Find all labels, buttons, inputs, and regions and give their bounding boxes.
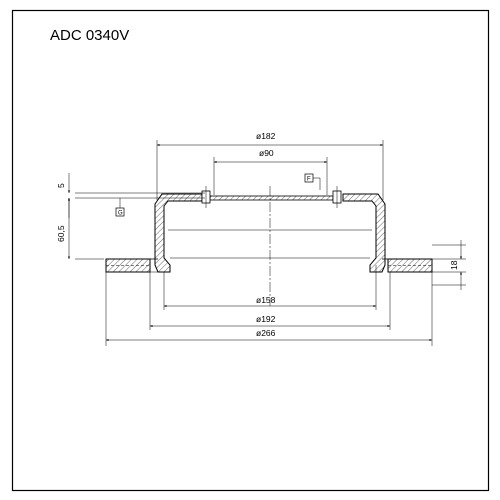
datum-g-box bbox=[115, 207, 125, 217]
drawing-border bbox=[11, 9, 490, 492]
dim-diameter-158: ø158 bbox=[256, 295, 276, 305]
right-hat-wall bbox=[342, 193, 386, 273]
part-number-title: ADC 0340V bbox=[50, 27, 129, 44]
disc-section bbox=[105, 186, 433, 306]
dimensions: ø182 ø90 F 5 60,5 G 18 bbox=[56, 131, 466, 346]
dim-diameter-192: ø192 bbox=[256, 314, 276, 324]
dim-height-60-5: 60,5 bbox=[56, 225, 66, 242]
dim-thickness-18: 18 bbox=[449, 260, 459, 270]
dim-diameter-90: ø90 bbox=[259, 148, 274, 158]
dim-height-5: 5 bbox=[56, 183, 66, 188]
datum-f-label: F bbox=[307, 177, 311, 183]
dim-diameter-266: ø266 bbox=[256, 328, 276, 338]
left-hat-wall bbox=[154, 193, 203, 273]
hub-top-face bbox=[209, 195, 334, 201]
dim-diameter-182: ø182 bbox=[256, 131, 276, 141]
datum-g-label: G bbox=[118, 211, 123, 217]
